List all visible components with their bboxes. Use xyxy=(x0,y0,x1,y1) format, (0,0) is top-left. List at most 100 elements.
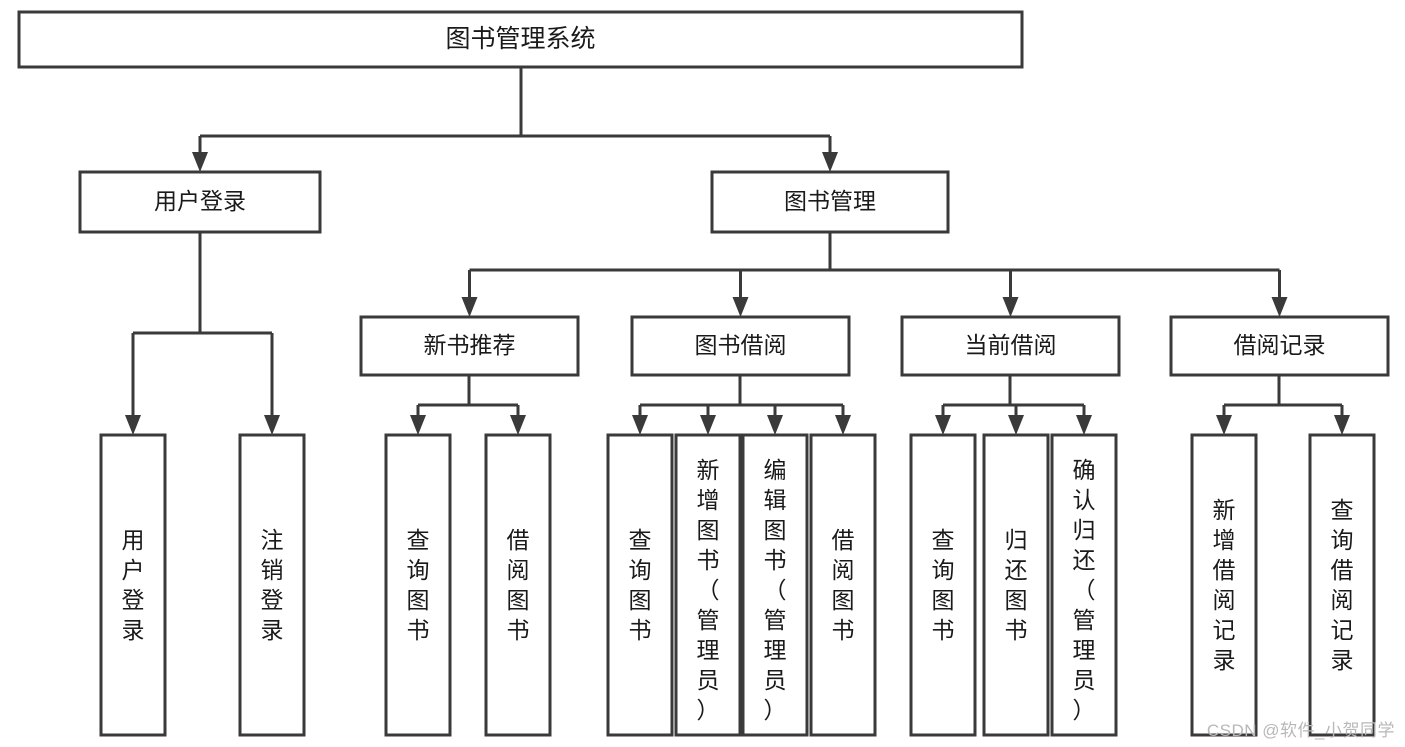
node-label-add-book-admin-char-3: 书 xyxy=(697,547,720,573)
node-label-edit-book-admin-char-5: 管 xyxy=(764,607,787,633)
node-label-book-borrow: 图书借阅 xyxy=(695,332,787,358)
node-label-borrow-record: 借阅记录 xyxy=(1234,332,1326,358)
node-label-return-book-char-0: 归 xyxy=(1005,527,1028,553)
arrow-head xyxy=(700,415,716,435)
arrow-head xyxy=(1002,297,1019,317)
node-label-add-book-admin-char-5: 管 xyxy=(697,607,720,633)
node-box-borrow-book-2 xyxy=(809,433,877,737)
arrow-head xyxy=(1334,415,1350,435)
node-label-confirm-return-admin-char-2: 归 xyxy=(1073,517,1096,543)
node-label-edit-book-admin-char-1: 辑 xyxy=(764,487,787,513)
node-label-current-borrow: 当前借阅 xyxy=(965,332,1057,358)
node-label-borrow-book-2-char-2: 图 xyxy=(832,587,855,613)
node-label-query-book-2-char-3: 书 xyxy=(629,617,652,643)
node-label-confirm-return-admin-char-5: 管 xyxy=(1073,607,1096,633)
node-label-query-borrow-record-char-3: 阅 xyxy=(1331,587,1354,613)
node-book-borrow[interactable]: 图书借阅 xyxy=(630,315,851,377)
connector-book-borrow-to-leaves xyxy=(632,375,851,435)
node-box-query-book-1 xyxy=(384,433,452,737)
node-label-borrow-book-1-char-0: 借 xyxy=(507,527,530,553)
node-label-add-borrow-record-char-4: 记 xyxy=(1213,617,1236,643)
node-box-borrow-record xyxy=(1169,315,1390,377)
node-box-edit-book-admin xyxy=(741,433,809,737)
node-new-book-recommend[interactable]: 新书推荐 xyxy=(359,315,580,377)
node-box-user-login-do xyxy=(99,433,167,737)
node-label-add-borrow-record-char-5: 录 xyxy=(1213,647,1236,673)
node-layer: 图书管理系统用户登录用户登录注销登录图书管理新书推荐查询图书借阅图书图书借阅查询… xyxy=(17,10,1390,737)
node-label-add-borrow-record-char-2: 借 xyxy=(1213,557,1236,583)
node-box-add-borrow-record xyxy=(1190,433,1258,737)
node-label-add-book-admin-char-1: 增 xyxy=(697,487,720,513)
arrow-head xyxy=(1076,415,1092,435)
node-label-borrow-book-2-char-1: 阅 xyxy=(832,557,855,583)
node-borrow-record[interactable]: 借阅记录 xyxy=(1169,315,1390,377)
node-label-edit-book-admin-char-6: 理 xyxy=(764,637,787,663)
node-root[interactable]: 图书管理系统 xyxy=(17,10,1024,69)
arrow-head xyxy=(822,152,838,172)
node-box-user-login xyxy=(78,170,322,234)
connector-user-login-to-leaves xyxy=(125,232,280,435)
node-label-user-logout-char-2: 登 xyxy=(261,587,284,613)
arrow-head xyxy=(192,152,208,172)
node-label-user-logout-char-3: 录 xyxy=(261,617,284,643)
connector-borrow-record-to-leaves xyxy=(1216,375,1350,435)
node-label-query-book-3-char-3: 书 xyxy=(932,617,955,643)
node-label-user-login-do-char-0: 用 xyxy=(122,527,145,553)
node-label-return-book-char-1: 还 xyxy=(1005,557,1028,583)
node-current-borrow[interactable]: 当前借阅 xyxy=(900,315,1121,377)
node-label-confirm-return-admin-char-8: ） xyxy=(1073,697,1096,723)
node-label-user-logout-char-1: 销 xyxy=(261,557,284,583)
node-label-query-book-1-char-2: 图 xyxy=(407,587,430,613)
node-label-user-login: 用户登录 xyxy=(154,188,246,214)
node-label-borrow-book-1-char-3: 书 xyxy=(507,617,530,643)
arrow-head xyxy=(1271,297,1288,317)
node-label-borrow-book-1-char-2: 图 xyxy=(507,587,530,613)
node-label-query-book-2-char-1: 询 xyxy=(629,557,652,583)
node-label-user-login-do-char-1: 户 xyxy=(122,557,145,583)
node-label-query-book-1-char-3: 书 xyxy=(407,617,430,643)
node-user-login[interactable]: 用户登录 xyxy=(78,170,322,234)
node-box-query-book-2 xyxy=(606,433,674,737)
node-label-return-book-char-2: 图 xyxy=(1005,587,1028,613)
arrow-head xyxy=(461,297,478,317)
arrow-head xyxy=(264,415,280,435)
node-label-add-book-admin-char-8: ） xyxy=(697,697,720,723)
node-box-user-logout xyxy=(238,433,306,737)
node-box-new-book-recommend xyxy=(359,315,580,377)
node-label-query-book-3-char-0: 查 xyxy=(932,527,955,553)
arrow-head xyxy=(632,415,648,435)
arrow-head xyxy=(1216,415,1232,435)
arrow-head xyxy=(732,297,749,317)
node-label-confirm-return-admin-char-0: 确 xyxy=(1073,457,1096,483)
arrow-head xyxy=(410,415,426,435)
node-user-login-do[interactable]: 用户登录 xyxy=(99,433,167,737)
node-label-query-borrow-record-char-1: 询 xyxy=(1331,527,1354,553)
node-box-root xyxy=(17,10,1024,69)
node-book-manage[interactable]: 图书管理 xyxy=(710,170,950,234)
node-label-query-book-2-char-2: 图 xyxy=(629,587,652,613)
node-label-user-login-do-char-3: 录 xyxy=(122,617,145,643)
node-label-edit-book-admin-char-2: 图 xyxy=(764,517,787,543)
node-label-add-book-admin-char-7: 员 xyxy=(697,667,720,693)
node-label-add-book-admin-char-0: 新 xyxy=(697,457,720,483)
node-box-return-book xyxy=(982,433,1050,737)
node-label-add-book-admin-char-2: 图 xyxy=(697,517,720,543)
node-label-borrow-book-2-char-3: 书 xyxy=(832,617,855,643)
watermark-label: CSDN @软件_小贺同学 xyxy=(1206,721,1395,740)
node-label-edit-book-admin-char-8: ） xyxy=(764,697,787,723)
node-label-borrow-book-2-char-0: 借 xyxy=(832,527,855,553)
node-label-return-book-char-3: 书 xyxy=(1005,617,1028,643)
